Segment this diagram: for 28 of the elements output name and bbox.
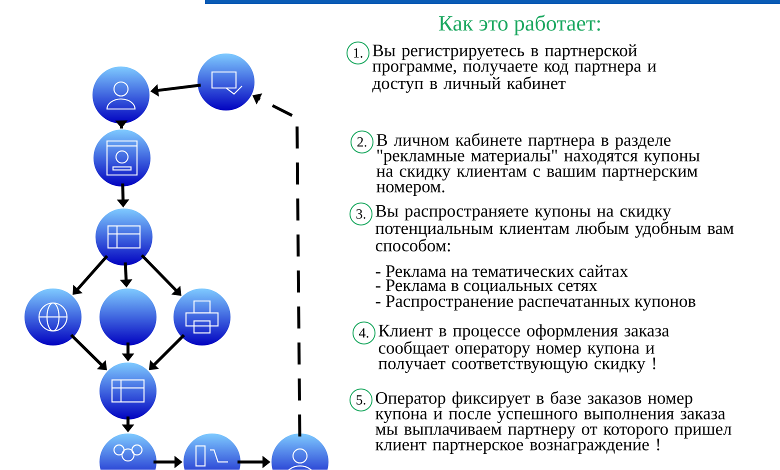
step-number: 3.: [350, 202, 372, 226]
round-icon: [98, 287, 158, 346]
round-icon: [196, 52, 256, 112]
step-number: 2.: [350, 130, 374, 154]
round-icon: [92, 128, 152, 188]
arrow: [70, 334, 107, 370]
round-icon: [24, 287, 82, 346]
step-text: Вы регистрируетесь в партнерской программе, получаете код партнера и доступ в личный кабинет: [372, 44, 656, 93]
list-item: - Распространение распечатанных купонов: [376, 295, 696, 311]
title: Как это работает:: [438, 14, 600, 36]
step-text: Оператор фиксирует в базе заказов номер купона и после успешного выполнения заказа мы выплачиваем партнеру от которого пришел клиент партнерское вознаграждение !: [376, 391, 732, 454]
round-icon: [270, 432, 330, 470]
round-icon: [182, 432, 242, 470]
arrow: [140, 254, 182, 296]
step-text: Клиент в процессе оформления заказа сообщает оператору номер купона и получает соответствующую скидку !: [378, 324, 670, 373]
round-icon: [98, 432, 158, 470]
step-number: 5.: [350, 388, 372, 412]
round-icon: [92, 66, 150, 124]
arrow: [72, 255, 108, 295]
list-item: - Реклама на тематических сайтах: [376, 264, 628, 278]
list-item: - Реклама в социальных сетях: [376, 280, 598, 294]
round-icon: [98, 361, 158, 420]
step-text: В личном кабинете партнера в разделе "рекламные материалы" находятся купоны на скидку клиентам с вашим партнерским номером.: [376, 133, 700, 196]
step-number: 4.: [352, 322, 376, 344]
step-number: 1.: [346, 42, 370, 64]
round-icon: [172, 287, 232, 346]
round-icon: [94, 207, 154, 266]
step-text: Вы распространяете купоны на скидку потенциальным клиентам любым удобным вам способом:: [376, 205, 734, 252]
